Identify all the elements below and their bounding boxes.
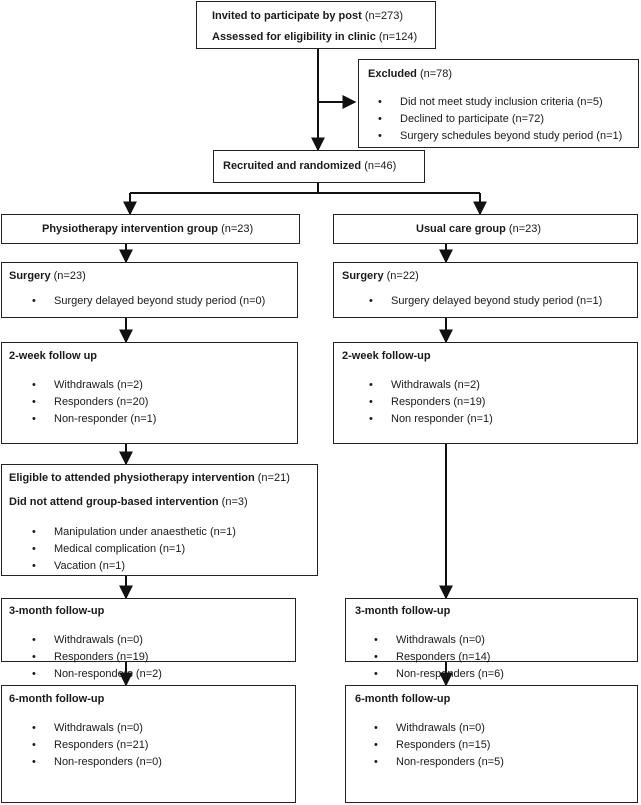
right-3month-item: Responders (n=14) [374,651,491,664]
right-6month-item: Non-responders (n=5) [374,756,504,769]
left-3month-item: Responders (n=19) [32,651,149,664]
eligible-label: Eligible to attended physiotherapy inter… [9,472,255,484]
not-attend-label: Did not attend group-based intervention [9,496,219,508]
right-2week-item: Non responder (n=1) [369,413,493,426]
right-6month-heading: 6-month follow-up [355,693,451,705]
randomized-label: Recruited and randomized [223,160,362,172]
right-3month-item: Withdrawals (n=0) [374,634,485,647]
left-3month-item: Withdrawals (n=0) [32,634,143,647]
usual-care-group-count: (n=23) [508,223,542,235]
right-surgery-box: Surgery (n=22) Surgery delayed beyond st… [333,262,638,318]
eligible-count: (n=21) [257,472,290,484]
excluded-heading: Excluded (n=78) [368,68,452,81]
randomized-box: Recruited and randomized (n=46) [213,150,425,183]
left-2week-item: Responders (n=20) [32,396,149,409]
assessed-count: (n=124) [378,31,418,43]
left-2week-box: 2-week follow up Withdrawals (n=2) Respo… [1,342,298,444]
assessed-line: Assessed for eligibility in clinic (n=12… [212,31,417,44]
assessed-label: Assessed for eligibility in clinic [212,31,376,43]
excluded-count: (n=78) [419,68,453,80]
left-3month-box: 3-month follow-up Withdrawals (n=0) Resp… [1,598,296,681]
right-3month-item: Non-responders (n=6) [374,668,504,681]
physio-group-line: Physiotherapy intervention group (n=23) [42,223,253,236]
randomized-count: (n=46) [364,160,397,172]
excluded-item: Declined to participate (n=72) [378,113,544,126]
left-3month-heading: 3-month follow-up [9,605,105,617]
left-2week-heading: 2-week follow up [9,350,98,362]
left-6month-box: 6-month follow-up Withdrawals (n=0) Resp… [1,685,296,803]
usual-care-group-line: Usual care group (n=23) [416,223,541,236]
excluded-label: Excluded [368,68,417,80]
eligible-box: Eligible to attended physiotherapy inter… [1,464,318,576]
right-6month-item: Withdrawals (n=0) [374,722,485,735]
usual-care-group-box: Usual care group (n=23) [333,214,638,244]
left-6month-heading: 6-month follow-up [9,693,105,705]
randomized-line: Recruited and randomized (n=46) [223,160,396,173]
invited-line: Invited to participate by post (n=273) [212,10,403,23]
eligible-heading: Eligible to attended physiotherapy inter… [9,472,290,485]
right-2week-box: 2-week follow-up Withdrawals (n=2) Respo… [333,342,638,444]
left-6month-item: Withdrawals (n=0) [32,722,143,735]
right-3month-heading: 3-month follow-up [355,605,451,617]
excluded-item: Did not meet study inclusion criteria (n… [378,96,603,109]
left-6month-item: Non-responders (n=0) [32,756,162,769]
left-surgery-item: Surgery delayed beyond study period (n=0… [32,295,265,308]
excluded-box: Excluded (n=78) Did not meet study inclu… [358,59,639,148]
left-surgery-heading: Surgery (n=23) [9,270,86,283]
physio-group-count: (n=23) [221,223,254,235]
right-6month-item: Responders (n=15) [374,739,491,752]
right-surgery-heading: Surgery (n=22) [342,270,419,283]
right-surgery-label: Surgery [342,270,384,282]
not-attend-count: (n=3) [221,496,248,508]
right-surgery-item: Surgery delayed beyond study period (n=1… [369,295,602,308]
excluded-item: Surgery schedules beyond study period (n… [378,130,622,143]
right-6month-box: 6-month follow-up Withdrawals (n=0) Resp… [345,685,638,803]
not-attend-heading: Did not attend group-based intervention … [9,496,248,509]
right-2week-item: Withdrawals (n=2) [369,379,480,392]
usual-care-group-label: Usual care group [416,223,506,235]
right-surgery-count: (n=22) [386,270,419,282]
left-3month-item: Non-responders (n=2) [32,668,162,681]
left-2week-item: Withdrawals (n=2) [32,379,143,392]
invited-count: (n=273) [364,10,404,22]
not-attend-item: Medical complication (n=1) [32,543,185,556]
right-2week-heading: 2-week follow-up [342,350,431,362]
invited-assessed-box: Invited to participate by post (n=273) A… [196,1,436,49]
not-attend-item: Vacation (n=1) [32,560,125,573]
right-2week-item: Responders (n=19) [369,396,486,409]
left-surgery-count: (n=23) [53,270,86,282]
physio-group-box: Physiotherapy intervention group (n=23) [1,214,300,244]
left-surgery-box: Surgery (n=23) Surgery delayed beyond st… [1,262,298,318]
left-6month-item: Responders (n=21) [32,739,149,752]
physio-group-label: Physiotherapy intervention group [42,223,219,235]
right-3month-box: 3-month follow-up Withdrawals (n=0) Resp… [345,598,638,681]
left-2week-item: Non-responder (n=1) [32,413,157,426]
not-attend-item: Manipulation under anaesthetic (n=1) [32,526,236,539]
invited-label: Invited to participate by post [212,10,362,22]
left-surgery-label: Surgery [9,270,51,282]
